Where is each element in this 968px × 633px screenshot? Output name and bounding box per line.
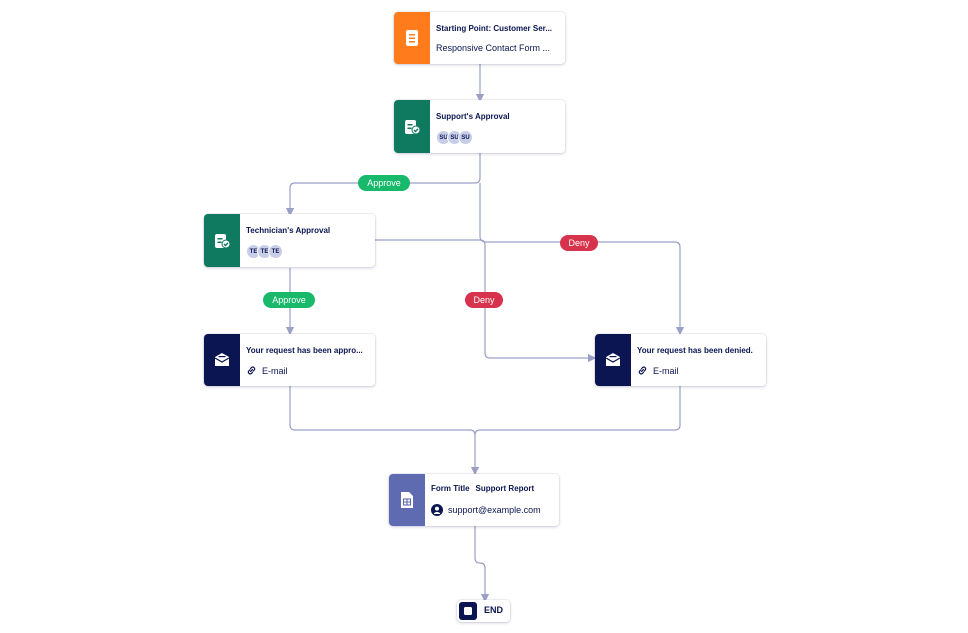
node-icon-bg bbox=[204, 214, 240, 267]
node-end[interactable]: END bbox=[457, 600, 510, 622]
link-icon bbox=[638, 366, 647, 375]
node-support-report[interactable]: Form Title Support Report support@exampl… bbox=[389, 474, 559, 526]
node-starting-point[interactable]: Starting Point: Customer Ser... Responsi… bbox=[394, 12, 565, 64]
node-title: Support's Approval bbox=[436, 112, 510, 121]
avatar: TE bbox=[268, 244, 283, 259]
node-icon-bg bbox=[394, 100, 430, 153]
avatar: SU bbox=[458, 130, 473, 145]
node-email-approved[interactable]: Your request has been appro... E-mail bbox=[204, 334, 375, 386]
node-title: Technician's Approval bbox=[246, 226, 331, 235]
node-subtitle: E-mail bbox=[246, 365, 371, 376]
edge-denied-to-report bbox=[474, 386, 681, 436]
email-icon bbox=[605, 353, 621, 366]
node-title: Your request has been denied. bbox=[637, 346, 753, 355]
edge-report-to-end bbox=[474, 526, 490, 603]
edge-label-technician-deny[interactable]: Deny bbox=[465, 292, 503, 308]
field-label: Form Title bbox=[431, 484, 470, 493]
edge-label-support-deny[interactable]: Deny bbox=[560, 235, 598, 251]
end-label: END bbox=[484, 605, 504, 615]
report-icon bbox=[401, 492, 413, 508]
node-subtitle: support@example.com bbox=[431, 504, 555, 516]
node-icon-bg bbox=[389, 474, 425, 526]
stop-icon bbox=[459, 602, 477, 620]
edge-support-deny bbox=[479, 183, 685, 336]
node-title: Starting Point: Customer Ser... bbox=[436, 24, 553, 33]
edge-label-technician-approve[interactable]: Approve bbox=[263, 292, 315, 308]
field-value: Support Report bbox=[475, 484, 535, 493]
assignee-avatars: TE TE TE bbox=[246, 244, 283, 259]
node-technician-approval[interactable]: Technician's Approval TE TE TE bbox=[204, 214, 375, 267]
user-icon bbox=[431, 504, 443, 516]
node-subtitle: E-mail bbox=[637, 365, 762, 376]
link-icon bbox=[247, 366, 256, 375]
node-icon-bg bbox=[595, 334, 631, 386]
form-title-row: Form Title Support Report bbox=[431, 484, 534, 493]
assignee-avatars: SU SU SU bbox=[436, 130, 473, 145]
email-icon bbox=[214, 353, 230, 366]
edge-label-support-approve[interactable]: Approve bbox=[358, 175, 410, 191]
approval-icon bbox=[405, 119, 421, 134]
node-icon-bg bbox=[394, 12, 430, 64]
node-email-denied[interactable]: Your request has been denied. E-mail bbox=[595, 334, 766, 386]
node-icon-bg bbox=[204, 334, 240, 386]
node-support-approval[interactable]: Support's Approval SU SU SU bbox=[394, 100, 565, 153]
node-subtitle: Responsive Contact Form ... bbox=[436, 43, 551, 53]
node-title: Your request has been appro... bbox=[246, 346, 363, 355]
form-icon bbox=[406, 30, 418, 46]
edge-approved-to-report bbox=[289, 386, 480, 476]
approval-icon bbox=[215, 233, 231, 248]
